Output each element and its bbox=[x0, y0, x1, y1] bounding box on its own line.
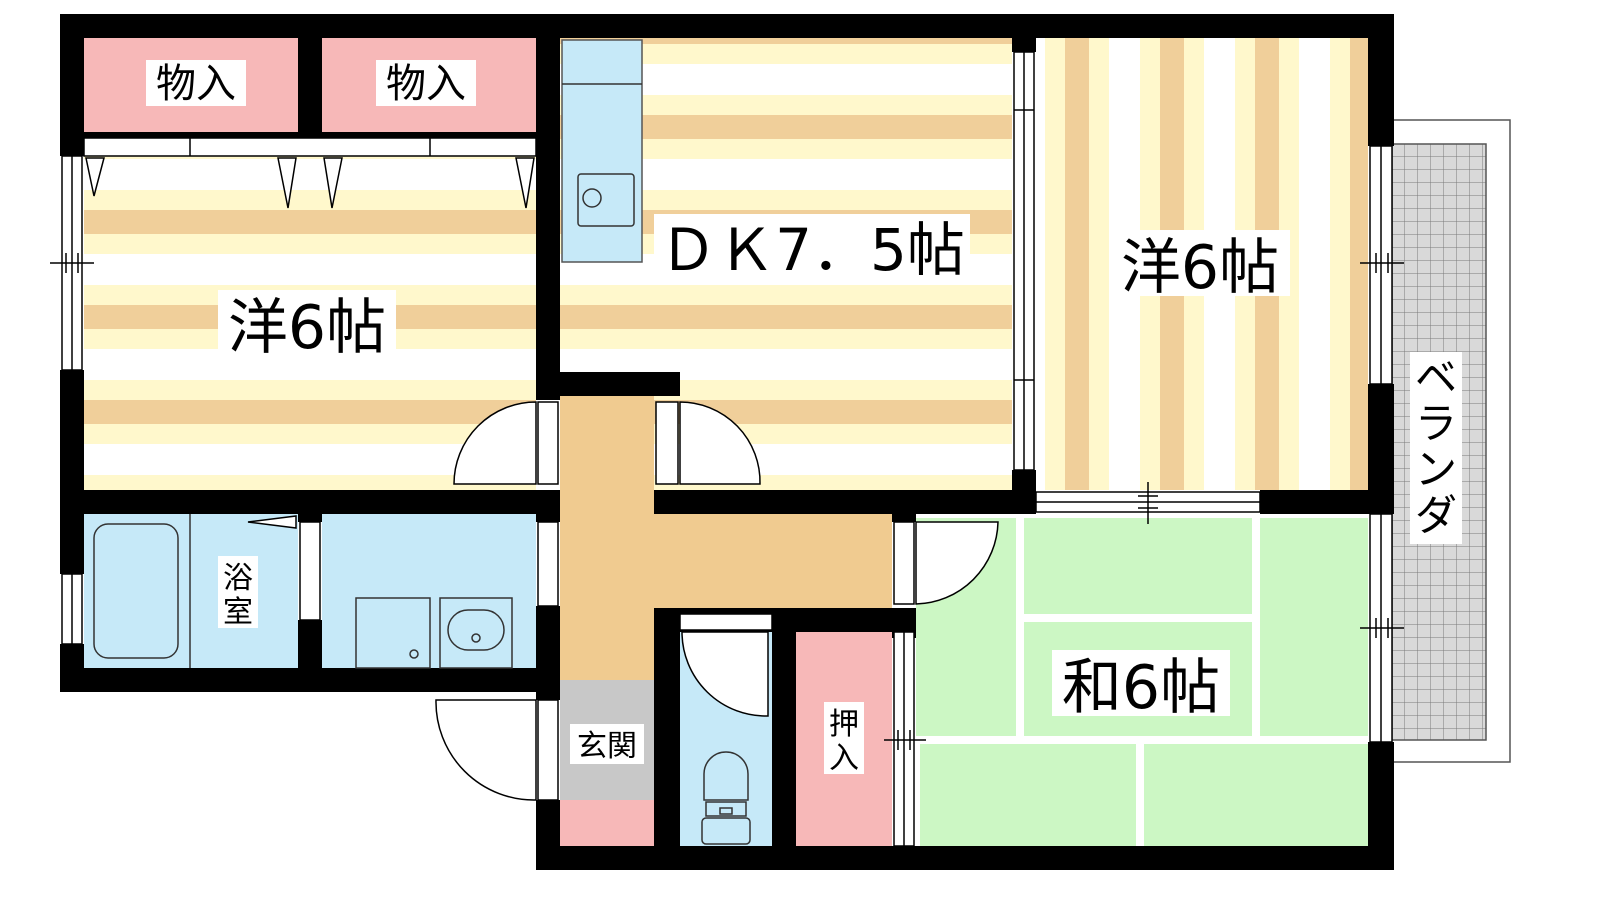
japanese-room-label: 和6帖 bbox=[1062, 653, 1220, 723]
hallway-floor bbox=[560, 396, 892, 680]
western-room-left-label: 洋6帖 bbox=[228, 293, 386, 363]
veranda-label-3: ン bbox=[1415, 445, 1457, 494]
bath-label-1: 浴 bbox=[223, 561, 253, 596]
washroom-floor bbox=[322, 514, 536, 668]
storage-2-label: 物入 bbox=[386, 61, 466, 107]
closet-door-marks bbox=[85, 157, 535, 209]
washing-machine-icon bbox=[355, 597, 431, 669]
closet-label-2: 入 bbox=[829, 741, 859, 776]
kitchen-sink-icon bbox=[577, 173, 635, 227]
closet-label-1: 押 bbox=[829, 707, 859, 742]
kitchen-counter bbox=[561, 39, 643, 263]
door-toilet bbox=[681, 631, 769, 717]
walls bbox=[60, 14, 1394, 870]
bathtub-icon bbox=[93, 523, 179, 659]
door-dk bbox=[679, 401, 761, 485]
door-west-room bbox=[453, 401, 537, 485]
veranda-railing bbox=[1392, 119, 1511, 763]
veranda-label-1: ベ bbox=[1415, 353, 1457, 402]
veranda-label-2: ラ bbox=[1415, 399, 1457, 448]
veranda-label-4: ダ bbox=[1415, 491, 1457, 540]
door-bathroom bbox=[247, 515, 297, 529]
bath-label-2: 室 bbox=[223, 595, 253, 630]
western-room-right-label: 洋6帖 bbox=[1121, 233, 1279, 303]
toilet-icon bbox=[701, 751, 751, 845]
window-marks bbox=[50, 109, 1404, 750]
washbasin-icon bbox=[439, 597, 513, 669]
entrance-label: 玄関 bbox=[577, 729, 637, 764]
fixtures bbox=[93, 83, 751, 845]
door-entrance bbox=[435, 699, 537, 801]
dk-label: ＤＫ7．5帖 bbox=[659, 216, 965, 284]
door-japanese-room bbox=[915, 521, 999, 605]
storage-1-label: 物入 bbox=[156, 61, 236, 107]
room-labels: 物入 物入 洋6帖 ＤＫ7．5帖 洋6帖 和6帖 浴 室 玄関 押 入 ベ ラ … bbox=[146, 60, 1462, 776]
doors bbox=[247, 401, 999, 801]
shoe-box-floor bbox=[560, 800, 654, 846]
